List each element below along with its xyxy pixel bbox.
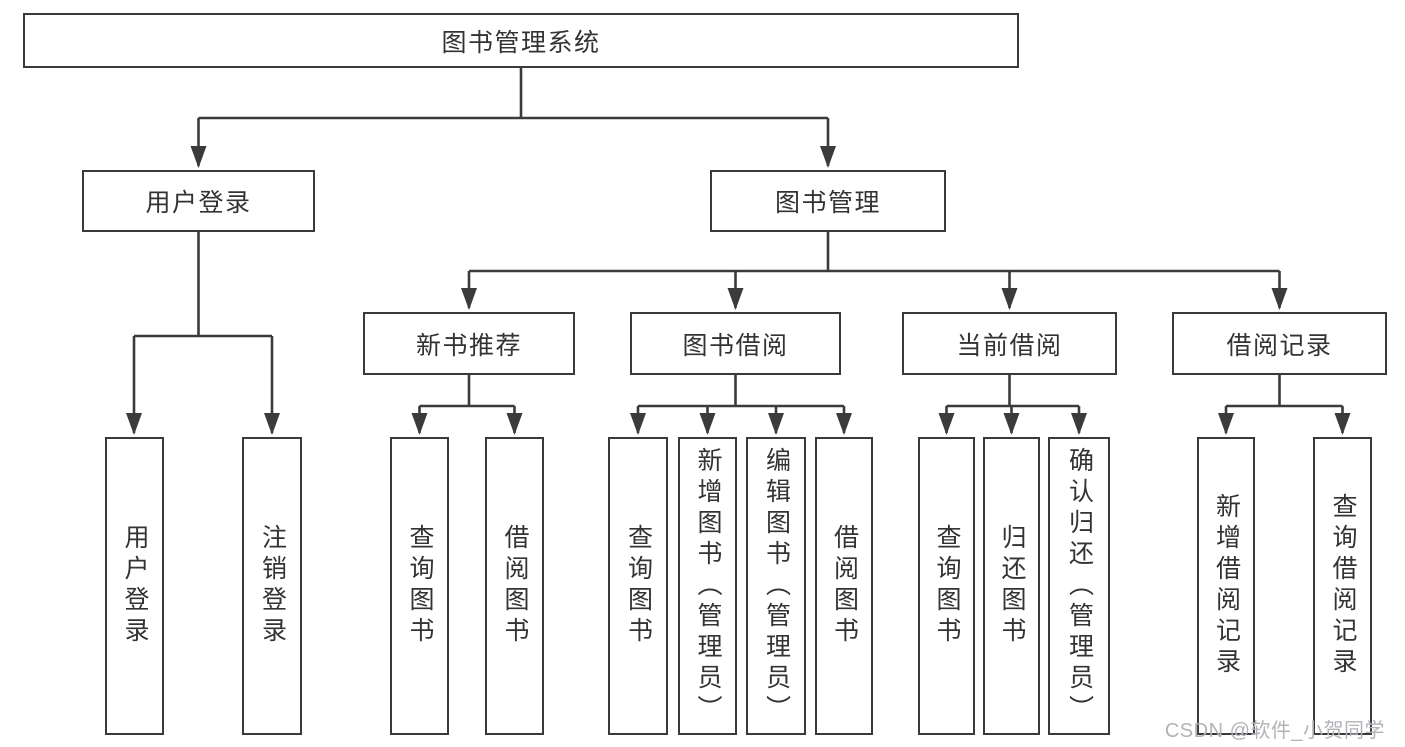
leaf-query-borrow-record: 查询借阅记录 <box>1313 437 1372 735</box>
leaf-query-book-borrow-label: 查询图书 <box>624 524 653 648</box>
leaf-borrow-book-label: 借阅图书 <box>830 524 859 648</box>
leaf-query-book-recommend-label: 查询图书 <box>406 524 434 648</box>
node-borrow-records-label: 借阅记录 <box>1226 331 1333 360</box>
node-current-borrow: 当前借阅 <box>902 312 1117 375</box>
connector-book-borrow-to-leaves <box>630 375 852 435</box>
leaf-return-book: 归还图书 <box>983 437 1040 735</box>
leaf-borrow-book-recommend-label: 借阅图书 <box>501 524 529 648</box>
leaf-query-borrow-record-label: 查询借阅记录 <box>1329 493 1357 679</box>
leaf-query-book-recommend: 查询图书 <box>390 437 449 735</box>
leaf-return-book-label: 归还图书 <box>998 524 1026 648</box>
leaf-logout-label: 注销登录 <box>258 524 287 648</box>
watermark: CSDN @软件_小贺同学 <box>1164 720 1385 742</box>
leaf-edit-book-admin-label: 编辑图书（管理员） <box>762 446 791 726</box>
connector-user-login-to-leaves <box>126 232 280 435</box>
node-book-management: 图书管理 <box>710 170 946 232</box>
node-root: 图书管理系统 <box>23 13 1019 68</box>
leaf-add-borrow-record: 新增借阅记录 <box>1197 437 1255 735</box>
connector-root-to-level2 <box>190 68 836 168</box>
leaf-add-borrow-record-label: 新增借阅记录 <box>1212 493 1241 679</box>
leaf-edit-book-admin: 编辑图书（管理员） <box>746 437 806 735</box>
leaf-add-book-admin-label: 新增图书（管理员） <box>694 446 722 726</box>
leaf-user-login-label: 用户登录 <box>121 524 149 648</box>
leaf-borrow-book-recommend: 借阅图书 <box>485 437 544 735</box>
node-current-borrow-label: 当前借阅 <box>956 331 1063 360</box>
leaf-logout: 注销登录 <box>242 437 302 735</box>
node-book-borrow-label: 图书借阅 <box>682 331 789 360</box>
leaf-borrow-book: 借阅图书 <box>815 437 873 735</box>
leaf-query-book-current: 查询图书 <box>918 437 975 735</box>
leaf-confirm-return-admin: 确认归还（管理员） <box>1048 437 1110 735</box>
node-new-book-recommend: 新书推荐 <box>363 312 575 375</box>
node-new-book-recommend-label: 新书推荐 <box>415 331 522 360</box>
leaf-query-book-current-label: 查询图书 <box>933 524 961 648</box>
node-root-label: 图书管理系统 <box>441 28 601 57</box>
leaf-query-book-borrow: 查询图书 <box>608 437 668 735</box>
node-user-login-label: 用户登录 <box>145 189 252 217</box>
connector-new-book-to-leaves <box>411 375 523 435</box>
node-user-login: 用户登录 <box>82 170 315 232</box>
leaf-add-book-admin: 新增图书（管理员） <box>678 437 737 735</box>
leaf-user-login: 用户登录 <box>105 437 164 735</box>
node-borrow-records: 借阅记录 <box>1172 312 1387 375</box>
connector-borrow-record-to-leaves <box>1218 375 1351 435</box>
node-book-management-label: 图书管理 <box>774 189 881 217</box>
leaf-confirm-return-admin-label: 确认归还（管理员） <box>1065 446 1094 726</box>
connector-book-management-to-level3 <box>461 232 1288 310</box>
connector-current-borrow-to-leaves <box>938 375 1087 435</box>
node-book-borrow: 图书借阅 <box>630 312 841 375</box>
